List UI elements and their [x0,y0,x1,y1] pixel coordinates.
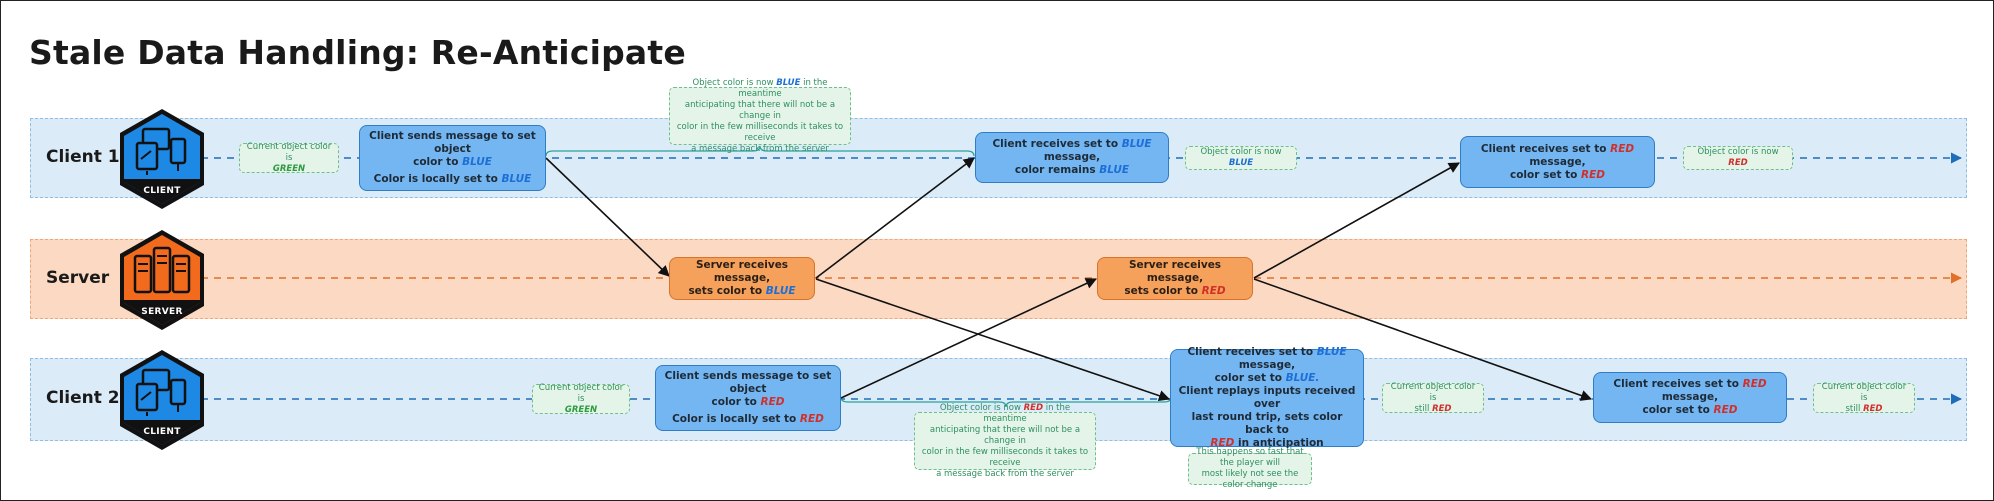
arrow-server-blue-to-c1 [815,157,975,279]
arrow-server-red-to-c1 [1253,162,1460,279]
client1-lane-label: Client 1 [46,147,120,167]
client1-note-now-blue: Object color is now BLUE [1185,146,1297,170]
arrow-server-blue-to-c2 [815,278,1171,402]
client1-icon: CLIENT [117,107,207,211]
server-box-red: Server receives message, sets color to R… [1097,257,1253,300]
client2-send-box: Client sends message to set object color… [655,365,841,431]
client2-receive-red-box: Client receives set to RED message, colo… [1593,372,1787,423]
server-icon-caption: SERVER [141,307,183,317]
client1-receive-blue-box: Client receives set to BLUE message, col… [975,132,1169,183]
client2-anticipate-note: Object color is now RED in the meantime … [914,403,1096,479]
client2-icon-caption: CLIENT [143,427,181,437]
client1-send-box: Client sends message to set object color… [359,125,546,191]
client2-icon: CLIENT [117,348,207,452]
client2-brace [840,396,1172,408]
client1-note-initial: Current object color is GREEN [239,142,339,174]
server-lane [30,239,1967,319]
server-icon: SERVER [117,228,207,332]
arrow-c1-to-server-blue [545,157,670,277]
client1-icon-caption: CLIENT [143,186,181,196]
client2-note-initial: Current object color is GREEN [532,383,630,415]
client1-note-now-red: Object color is now RED [1683,146,1793,170]
arrow-c2-to-server-red [840,278,1098,399]
server-lane-label: Server [46,268,110,288]
client2-replay-note: This happens so fast that the player wil… [1188,447,1312,490]
client2-lane-label: Client 2 [46,388,120,408]
client2-note-still-red-2: Current object color is still RED [1813,382,1915,414]
client1-anticipate-note: Object color is now BLUE in the meantime… [669,78,851,154]
client2-replay-box: Client receives set to BLUE message, col… [1170,346,1364,449]
client2-note-still-red-1: Current object color is still RED [1382,382,1484,414]
page-title: Stale Data Handling: Re-Anticipate [29,33,686,72]
client1-brace [545,145,975,157]
server-box-blue: Server receives message, sets color to B… [669,257,815,300]
client1-receive-red-box: Client receives set to RED message, colo… [1460,136,1655,188]
arrow-server-red-to-c2 [1253,278,1593,401]
